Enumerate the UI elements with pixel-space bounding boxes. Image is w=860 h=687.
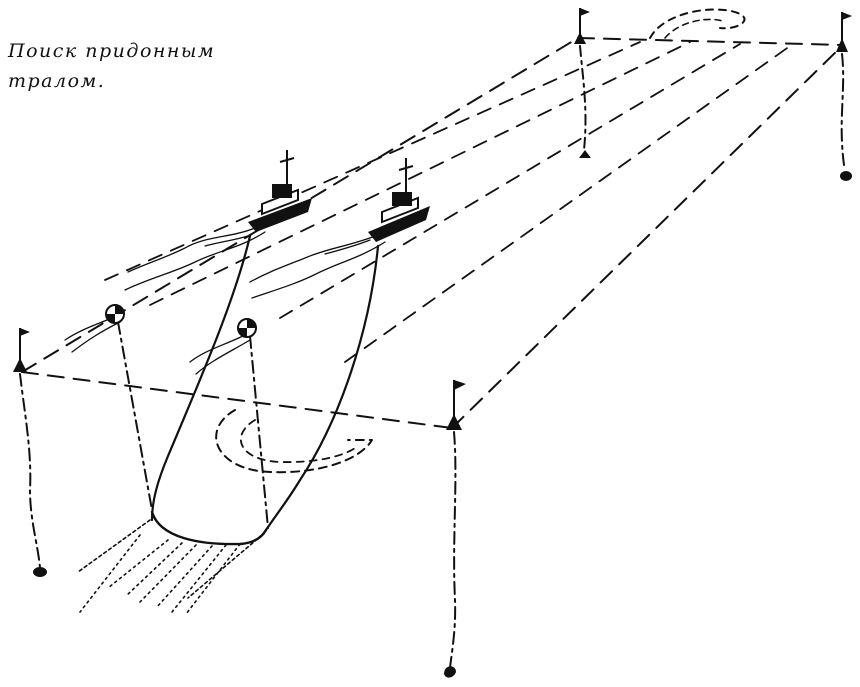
- trawl-net-groundrope: [150, 510, 268, 546]
- buoy-line-right: [249, 335, 269, 529]
- ship-left-hull: [248, 198, 312, 232]
- marker-buoy-right: [237, 318, 257, 338]
- ship-right-hull: [368, 206, 430, 242]
- track-line-2: [149, 41, 691, 306]
- flag-buoy-far-left: [574, 8, 591, 158]
- track-line-4: [344, 45, 791, 363]
- marker-buoys: [105, 304, 257, 338]
- trawler-ship-left: [248, 150, 312, 232]
- track-line-3: [279, 43, 741, 319]
- boundary-right-edge: [451, 44, 844, 429]
- track-line-1: [104, 41, 641, 281]
- caption-line-2: тралом.: [8, 70, 106, 92]
- caption-line-1: Поиск придонным: [8, 40, 216, 62]
- flag-buoy-near-left: [13, 328, 47, 577]
- ship-left-bridge: [272, 184, 292, 198]
- flag-buoy-far-right: [836, 12, 852, 181]
- buoy-line-left: [117, 321, 153, 511]
- buoy-lines: [117, 321, 269, 529]
- wake-right-ship: [249, 235, 386, 299]
- drag-lines: [79, 534, 241, 615]
- ship-right-mast-yard: [398, 165, 414, 171]
- boundary-near-edge: [21, 371, 453, 429]
- turn-loop-near: [215, 409, 373, 474]
- drag-chain-right: [187, 534, 263, 599]
- ship-left-mast-yard: [279, 157, 295, 163]
- ship-wakes: [64, 227, 386, 375]
- tow-cable-right: [264, 244, 380, 532]
- seabed-drag-marks: [77, 519, 263, 615]
- corner-flag-buoys: [13, 8, 852, 678]
- turn-loop-far: [649, 8, 746, 39]
- wake-left-ship: [124, 227, 266, 291]
- turn-loop-near-inner: [240, 419, 356, 463]
- trawler-ship-right: [368, 158, 430, 242]
- drag-chain-left: [77, 519, 151, 573]
- diagram-caption: Поиск придонным тралом.: [8, 36, 215, 96]
- marker-buoy-left: [105, 304, 125, 324]
- search-track-lines: [104, 41, 791, 363]
- turn-loop-far-inner: [664, 18, 726, 39]
- wake-right-buoy: [189, 334, 251, 375]
- boundary-far-edge: [577, 37, 844, 46]
- flag-buoy-near-right: [444, 380, 466, 678]
- towing-cables: [150, 234, 380, 532]
- ship-right-bridge: [392, 192, 412, 206]
- tow-cable-left: [150, 234, 252, 522]
